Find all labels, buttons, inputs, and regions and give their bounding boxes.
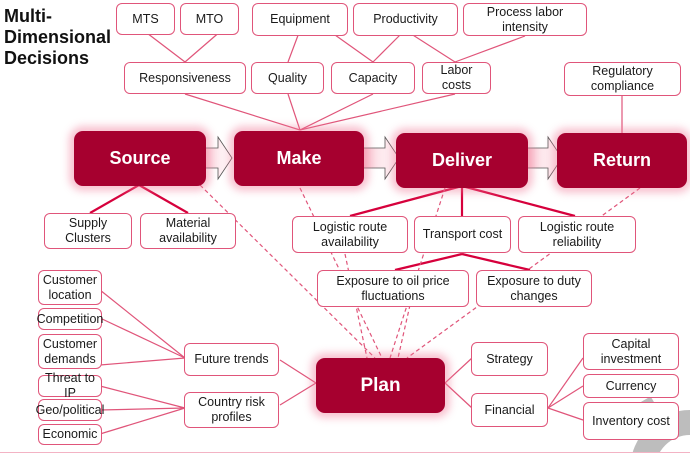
factor-inventory-cost: Inventory cost: [583, 402, 679, 440]
factor-responsiveness: Responsiveness: [124, 62, 246, 94]
factor-transport-cost: Transport cost: [414, 216, 511, 253]
plan-box: Plan: [316, 358, 445, 413]
factor-equipment: Equipment: [252, 3, 348, 36]
factor-capital-investment: Capital investment: [583, 333, 679, 370]
source-box: Source: [74, 131, 206, 186]
factor-financial: Financial: [471, 393, 548, 427]
factor-country-risk-profiles: Country risk profiles: [184, 392, 279, 428]
make-box: Make: [234, 131, 364, 186]
page-title: Multi- Dimensional Decisions: [4, 6, 111, 69]
factor-productivity: Productivity: [353, 3, 458, 36]
factor-process-labor-intensity: Process labor intensity: [463, 3, 587, 36]
thick-connectors: [89, 184, 576, 272]
factor-logistic-route-reliability: Logistic route reliability: [518, 216, 636, 253]
title-line-2: Dimensional: [4, 27, 112, 47]
factor-exposure-oil-price: Exposure to oil price fluctuations: [317, 270, 469, 307]
factor-competition: Competition: [37, 308, 103, 330]
title-line-3: Decisions: [4, 48, 90, 68]
factor-material-availability: Material availability: [140, 213, 236, 249]
factor-geo-political: Geo/political: [36, 399, 104, 421]
factor-future-trends: Future trends: [184, 343, 279, 376]
factor-regulatory-compliance: Regulatory compliance: [564, 62, 681, 96]
factor-currency: Currency: [583, 374, 679, 398]
factor-quality: Quality: [251, 62, 324, 94]
factor-labor-costs: Labor costs: [422, 62, 491, 94]
factor-mts: MTS: [116, 3, 175, 35]
factor-supply-clusters: Supply Clusters: [44, 213, 132, 249]
factor-exposure-duty-changes: Exposure to duty changes: [476, 270, 592, 307]
factor-logistic-route-availability: Logistic route availability: [292, 216, 408, 253]
factor-mto: MTO: [180, 3, 239, 35]
factor-strategy: Strategy: [471, 342, 548, 376]
solid-connectors: [99, 29, 623, 435]
factor-threat-to-ip: Threat to IP: [38, 371, 102, 400]
factor-customer-demands: Customer demands: [38, 334, 102, 369]
deliver-box: Deliver: [396, 133, 528, 188]
title-line-1: Multi-: [4, 6, 52, 26]
factor-capacity: Capacity: [331, 62, 415, 94]
return-box: Return: [557, 133, 687, 188]
factor-economic: Economic: [38, 424, 102, 445]
factor-customer-location: Customer location: [38, 270, 102, 305]
